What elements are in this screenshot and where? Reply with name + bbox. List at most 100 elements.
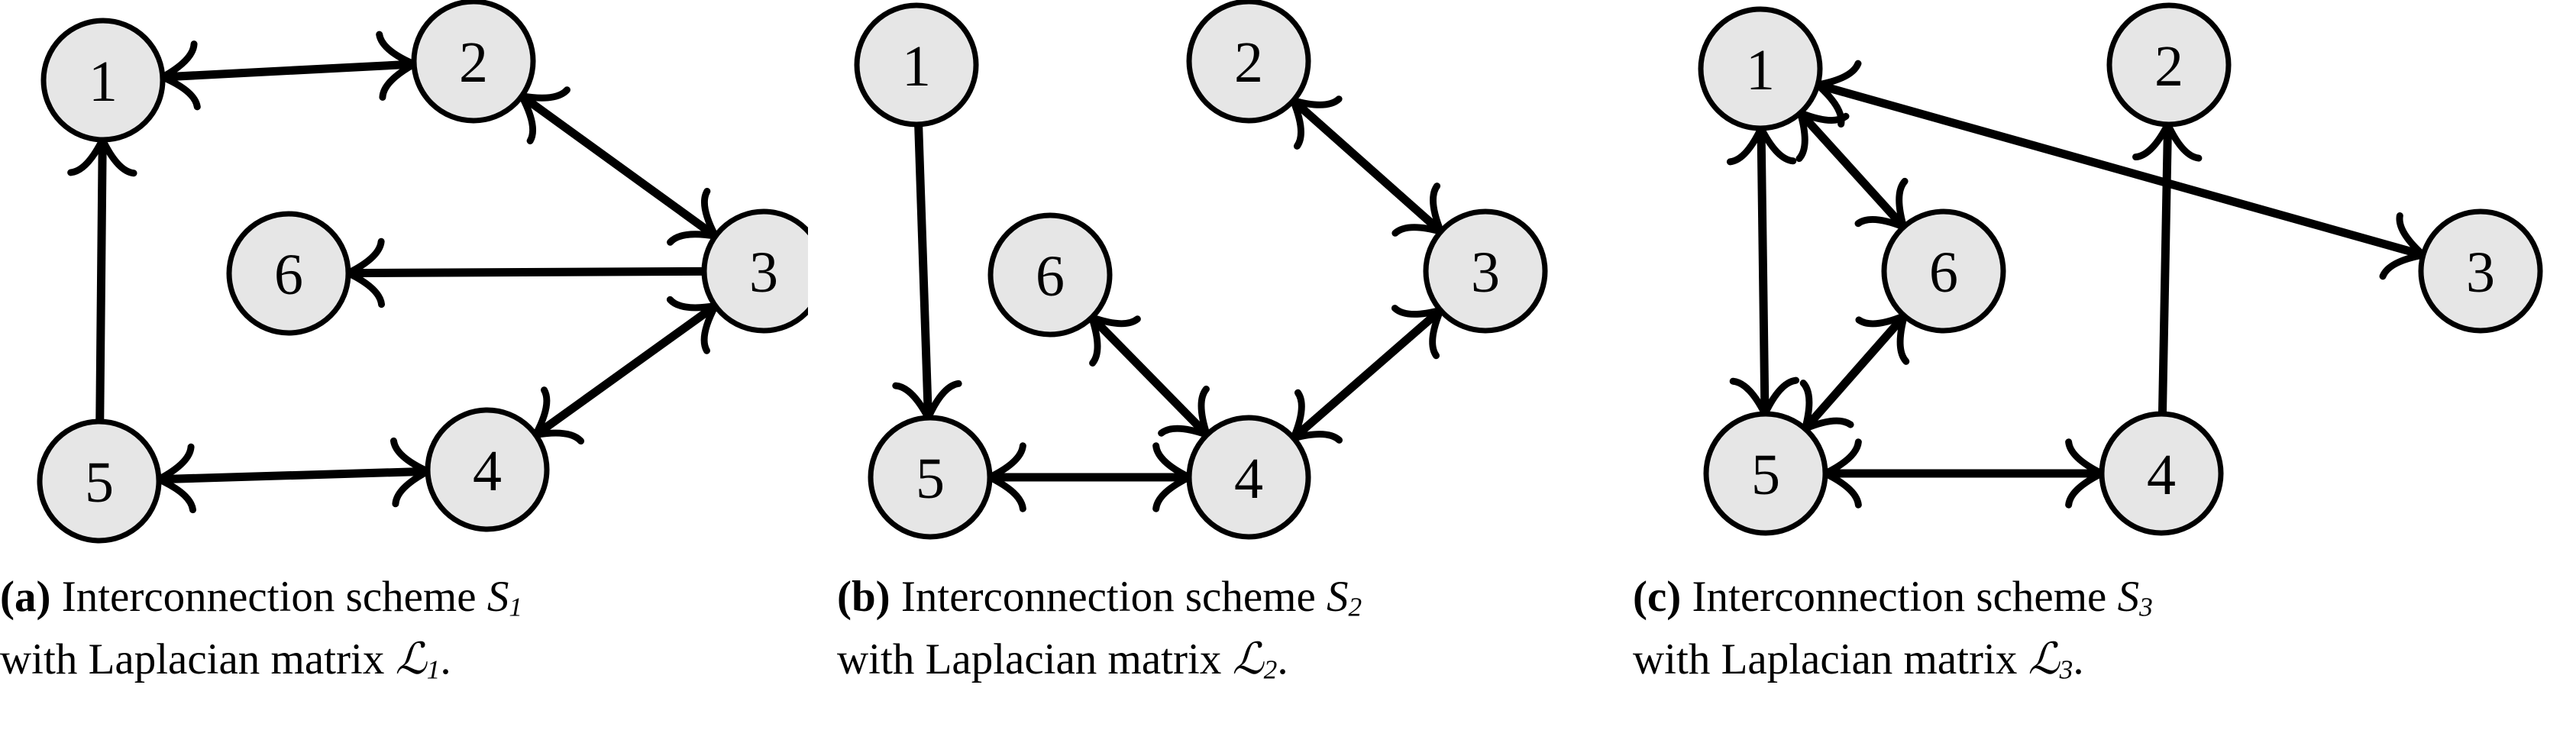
edge-a-5-1-directed [67,136,137,422]
node-label: 4 [2147,443,2176,507]
graph-node-c-6[interactable]: 6 [1881,208,2006,334]
edge-a-1-2-bidirectional [159,31,418,111]
node-circle [40,18,166,143]
graph-node-c-1[interactable]: 1 [1698,6,1823,131]
node-label: 5 [916,447,945,511]
node-circle [2099,411,2224,536]
caption-c-line1: (c) Interconnection scheme S3 [1633,567,2576,628]
node-layer: 1 2 3 4 5 6 [1698,2,2543,536]
graph-node-b-1[interactable]: 1 [854,2,979,128]
edge-b-4-3-bidirectional [1290,305,1444,444]
node-circle [1698,6,1823,131]
caption-c-line1-text: Interconnection scheme [1692,573,2107,621]
node-label: 3 [1471,241,1500,305]
caption-b-line2-text: with Laplacian matrix [837,635,1222,683]
node-layer: 1 2 3 4 5 6 [37,0,808,544]
node-circle [37,418,162,544]
graph-node-a-1[interactable]: 1 [40,18,166,143]
subfigure-b: 1 2 3 4 5 6 (b) Interconnection scheme S 2 wit… [832,0,1604,743]
node-circle [2106,2,2232,128]
graph-node-b-4[interactable]: 4 [1186,415,1311,540]
caption-a-line2: with Laplacian matrix ℒ1. [0,628,808,691]
graph-node-c-3[interactable]: 3 [2418,208,2543,334]
graph-node-a-3[interactable]: 3 [701,208,808,334]
caption-a-line1-text: Interconnection scheme [61,573,477,621]
node-circle [1186,415,1311,540]
caption-c-scheme-subscript: 3 [2139,592,2153,622]
graph-node-a-4[interactable]: 4 [425,407,550,532]
edge-c-5-6-bidirectional [1799,312,1910,432]
caption-c-scheme-symbol: S [2117,573,2140,621]
node-layer: 1 2 3 4 5 6 [854,0,1548,540]
caption-c-laplacian-subscript: 3 [2059,654,2073,685]
node-label: 5 [1751,443,1780,507]
node-circle [1423,208,1548,334]
node-circle [411,0,536,124]
node-label: 6 [1036,244,1065,309]
graph-node-c-2[interactable]: 2 [2106,2,2232,128]
node-label: 1 [1746,38,1775,102]
node-circle [226,211,351,336]
graph-node-b-2[interactable]: 2 [1186,0,1311,124]
edge-b-4-6-bidirectional [1088,314,1210,438]
graph-node-b-5[interactable]: 5 [868,415,993,540]
graph-node-a-2[interactable]: 2 [411,0,536,124]
graph-canvas-c: 1 2 3 4 5 6 [1698,2,2543,536]
graph-node-c-5[interactable]: 5 [1703,411,1828,536]
node-circle [1186,0,1311,124]
edge-layer [67,31,719,514]
node-label: 3 [749,241,778,305]
caption-b-line1-text: Interconnection scheme [900,573,1316,621]
caption-c-period: . [2073,635,2084,683]
caption-b-tag: (b) [837,573,890,621]
node-circle [987,212,1113,338]
graph-canvas-b: 1 2 3 4 5 6 [854,0,1548,540]
caption-a-laplacian-symbol: ℒ [395,633,427,684]
edge-a-3-6-directed [344,237,705,309]
node-circle [701,208,808,334]
node-label: 6 [274,243,303,307]
edge-b-1-5-directed [892,124,962,422]
node-circle [1881,208,2006,334]
graph-node-a-5[interactable]: 5 [37,418,162,544]
caption-b-laplacian-symbol: ℒ [1232,633,1264,684]
edge-b-5-4-bidirectional [986,442,1193,512]
edge-c-1-5-bidirectional [1726,124,1800,418]
node-label: 5 [85,451,114,515]
caption-b-scheme-symbol: S [1327,573,1349,621]
edge-b-3-2-bidirectional [1289,95,1445,237]
graph-canvas-a: 1 2 3 4 5 6 [37,0,808,544]
caption-c-laplacian-symbol: ℒ [2028,633,2060,684]
edge-a-4-5-bidirectional [155,437,431,514]
node-circle [2418,208,2543,334]
caption-b-line2: with Laplacian matrix ℒ2. [837,628,1608,691]
edge-c-5-4-bidirectional [1821,438,2106,509]
node-label: 3 [2466,241,2495,305]
caption-a: (a) Interconnection scheme S1 with Lapla… [0,567,808,691]
caption-a-line2-text: with Laplacian matrix [0,635,385,683]
graph-node-a-6[interactable]: 6 [226,211,351,336]
caption-a-period: . [440,635,451,683]
graph-node-b-3[interactable]: 3 [1423,208,1548,334]
graph-node-c-4[interactable]: 4 [2099,411,2224,536]
caption-a-line1: (a) Interconnection scheme S1 [0,567,808,628]
node-label: 6 [1929,241,1958,305]
node-circle [854,2,979,128]
node-label: 1 [89,50,118,114]
caption-b-line1: (b) Interconnection scheme S2 [837,567,1608,628]
node-circle [1703,411,1828,536]
caption-c-tag: (c) [1633,573,1682,621]
node-circle [868,415,993,540]
node-label: 1 [902,34,931,99]
caption-b: (b) Interconnection scheme S2 with Lapla… [832,567,1608,691]
graph-node-b-6[interactable]: 6 [987,212,1113,338]
node-circle [425,407,550,532]
edge-layer [1726,60,2427,509]
caption-a-laplacian-subscript: 1 [426,654,441,685]
subfigure-a: 1 2 3 4 5 6 (a) Interconnection scheme S1 wit… [0,0,808,743]
caption-a-tag: (a) [0,573,51,621]
node-label: 2 [2154,34,2183,99]
node-label: 4 [473,439,502,503]
